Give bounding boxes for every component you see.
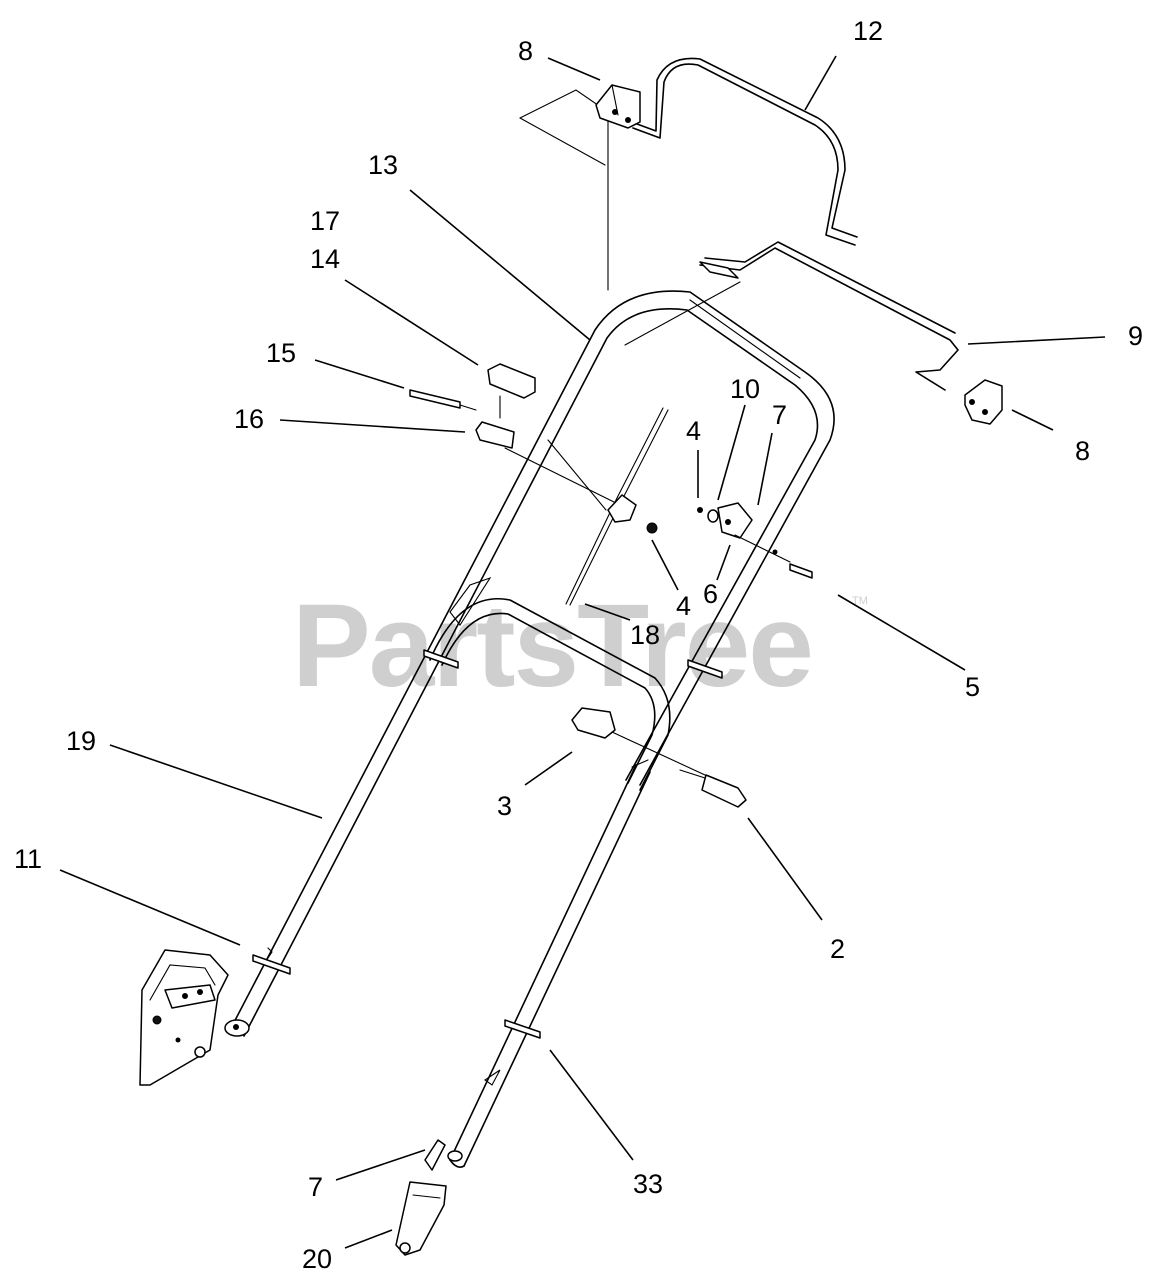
watermark-text: PartsTree — [292, 580, 812, 712]
callout-8-right: 8 — [1075, 436, 1090, 466]
callout-18: 18 — [630, 620, 660, 650]
callout-17: 17 — [310, 206, 340, 236]
callout-2: 2 — [830, 934, 845, 964]
callout-11: 11 — [14, 844, 42, 874]
bolt-5 — [734, 534, 813, 579]
handle-bracket-11 — [139, 949, 229, 1086]
callout-10: 10 — [730, 374, 760, 404]
callout-4-upper: 4 — [686, 416, 701, 446]
handle-loop-bar — [429, 576, 671, 791]
knob-3 — [571, 707, 706, 776]
drive-rod-9 — [624, 241, 959, 391]
callout-7-switch: 7 — [772, 400, 787, 430]
lower-handle — [447, 759, 651, 1168]
callout-13: 13 — [368, 150, 398, 180]
callout-8-top: 8 — [518, 36, 533, 66]
callout-20: 20 — [302, 1244, 332, 1274]
callout-4-lower: 4 — [676, 591, 691, 621]
callout-16: 16 — [234, 404, 264, 434]
cable-18 — [547, 407, 669, 606]
bail-rod-12 — [519, 57, 858, 291]
partstree-watermark: PartsTree TM — [292, 580, 868, 712]
callout-15: 15 — [266, 338, 296, 368]
callout-33: 33 — [633, 1169, 663, 1199]
switch-assembly-7 — [697, 502, 753, 539]
callout-19: 19 — [66, 726, 96, 756]
callout-14: 14 — [310, 244, 340, 274]
callout-9: 9 — [1128, 321, 1143, 351]
handle-clamps — [252, 649, 723, 1039]
callout-labels: 12 8 13 17 14 15 16 9 10 7 4 8 4 6 18 5 … — [14, 16, 1143, 1274]
leader-lines — [59, 55, 1106, 1249]
hinge-bracket-8-top — [595, 84, 641, 129]
callout-6: 6 — [703, 579, 718, 609]
watermark-tm: TM — [852, 595, 868, 607]
callout-3: 3 — [497, 791, 512, 821]
upper-handle — [224, 290, 835, 1037]
knob-assembly-14-16 — [409, 363, 621, 506]
callout-12: 12 — [853, 16, 883, 46]
hinge-bracket-8-right — [964, 379, 1003, 425]
lower-bracket-20 — [395, 1139, 447, 1256]
callout-7-lower: 7 — [308, 1172, 323, 1202]
callout-5: 5 — [965, 672, 980, 702]
carriage-bolt-2 — [679, 769, 747, 808]
